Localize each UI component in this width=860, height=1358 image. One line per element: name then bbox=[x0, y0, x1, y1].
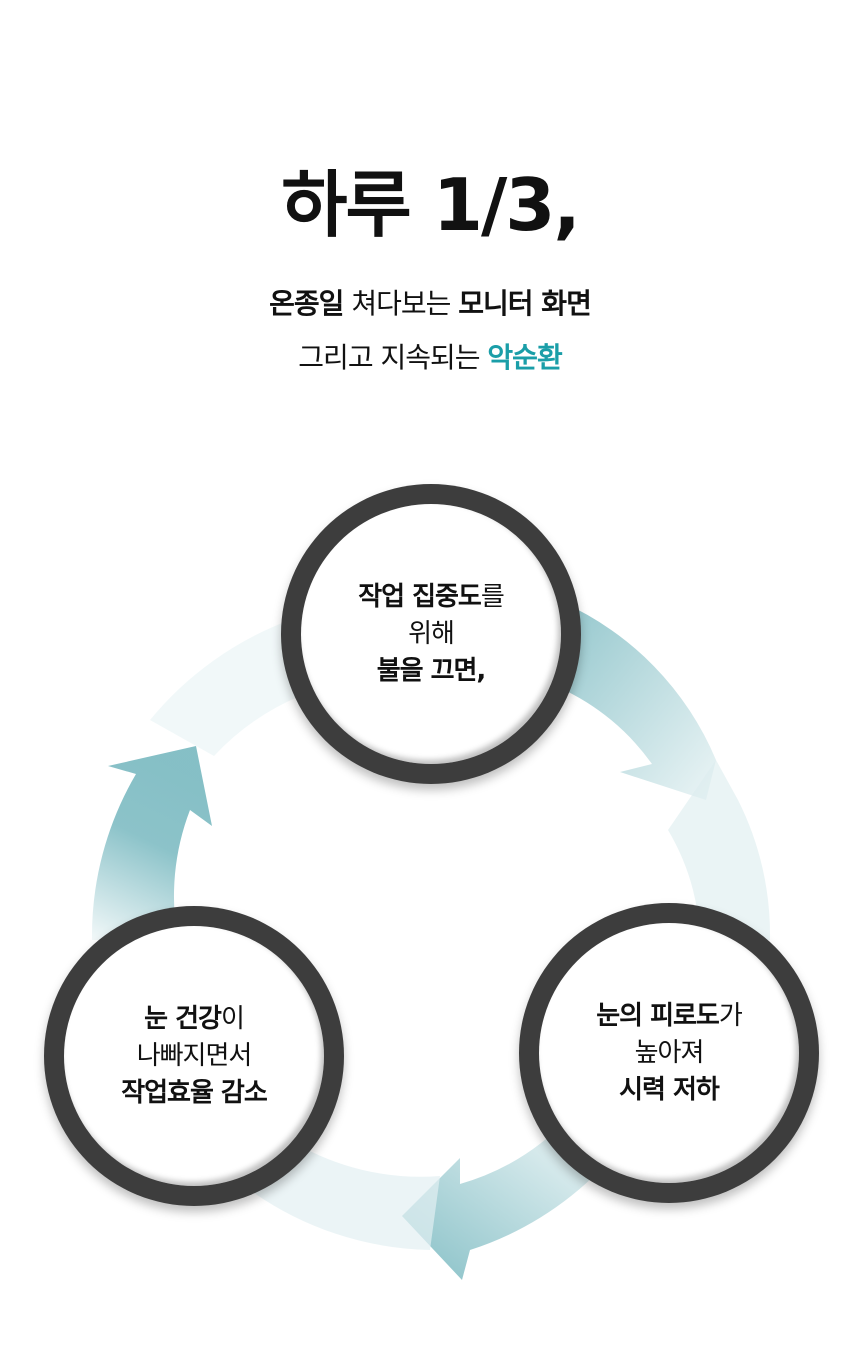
node-left-line-1: 눈 건강이 bbox=[144, 1001, 245, 1038]
arrow-left-to-top bbox=[91, 746, 212, 940]
subtitle-accent-vicious-cycle: 악순환 bbox=[487, 341, 562, 374]
vicious-cycle-diagram: 작업 집중도를 위해 불을 끄면, 눈의 피로도가 높아져 시력 저하 눈 건강… bbox=[0, 470, 860, 1330]
node-top-particle: 를 bbox=[480, 581, 505, 612]
node-left-particle: 이 bbox=[220, 1003, 245, 1034]
node-right-line-2: 높아져 bbox=[634, 1037, 705, 1068]
node-top-line-1: 작업 집중도를 bbox=[358, 579, 505, 616]
node-right-emphasis: 눈의 피로도 bbox=[596, 1000, 720, 1031]
subtitle-line-1: 온종일 쳐다보는 모니터 화면 bbox=[0, 284, 860, 324]
arrow-band-right bbox=[668, 760, 771, 940]
subtitle-line-2: 그리고 지속되는 악순환 bbox=[0, 338, 860, 378]
cycle-arrows bbox=[91, 602, 771, 1280]
subtitle-text-staring: 쳐다보는 bbox=[343, 287, 459, 320]
page-headline: 하루 1/3, bbox=[281, 163, 580, 247]
arrow-right-to-left bbox=[402, 1134, 600, 1280]
subtitle-emphasis-monitor: 모니터 화면 bbox=[458, 287, 592, 320]
subtitle-text-continuing: 그리고 지속되는 bbox=[298, 341, 488, 374]
cycle-node-lights-off: 작업 집중도를 위해 불을 끄면, bbox=[281, 484, 581, 784]
node-right-line-1: 눈의 피로도가 bbox=[596, 998, 743, 1035]
node-top-line-3: 불을 끄면, bbox=[376, 655, 487, 686]
node-top-emphasis: 작업 집중도 bbox=[358, 581, 482, 612]
arrow-top-to-right bbox=[560, 602, 716, 800]
node-left-line-2: 나빠지면서 bbox=[136, 1040, 253, 1071]
arrow-band-bottom bbox=[250, 1140, 440, 1250]
arrow-band-topleft bbox=[150, 620, 300, 756]
node-left-emphasis: 눈 건강 bbox=[144, 1003, 222, 1034]
node-left-line-3: 작업효율 감소 bbox=[121, 1077, 268, 1108]
cycle-node-vision-decline: 눈의 피로도가 높아져 시력 저하 bbox=[519, 903, 819, 1203]
node-right-line-3: 시력 저하 bbox=[619, 1074, 720, 1105]
node-top-line-2: 위해 bbox=[408, 618, 455, 649]
node-right-particle: 가 bbox=[718, 1000, 743, 1031]
cycle-node-efficiency-drop: 눈 건강이 나빠지면서 작업효율 감소 bbox=[44, 906, 344, 1206]
subtitle-emphasis-allday: 온종일 bbox=[269, 287, 344, 320]
